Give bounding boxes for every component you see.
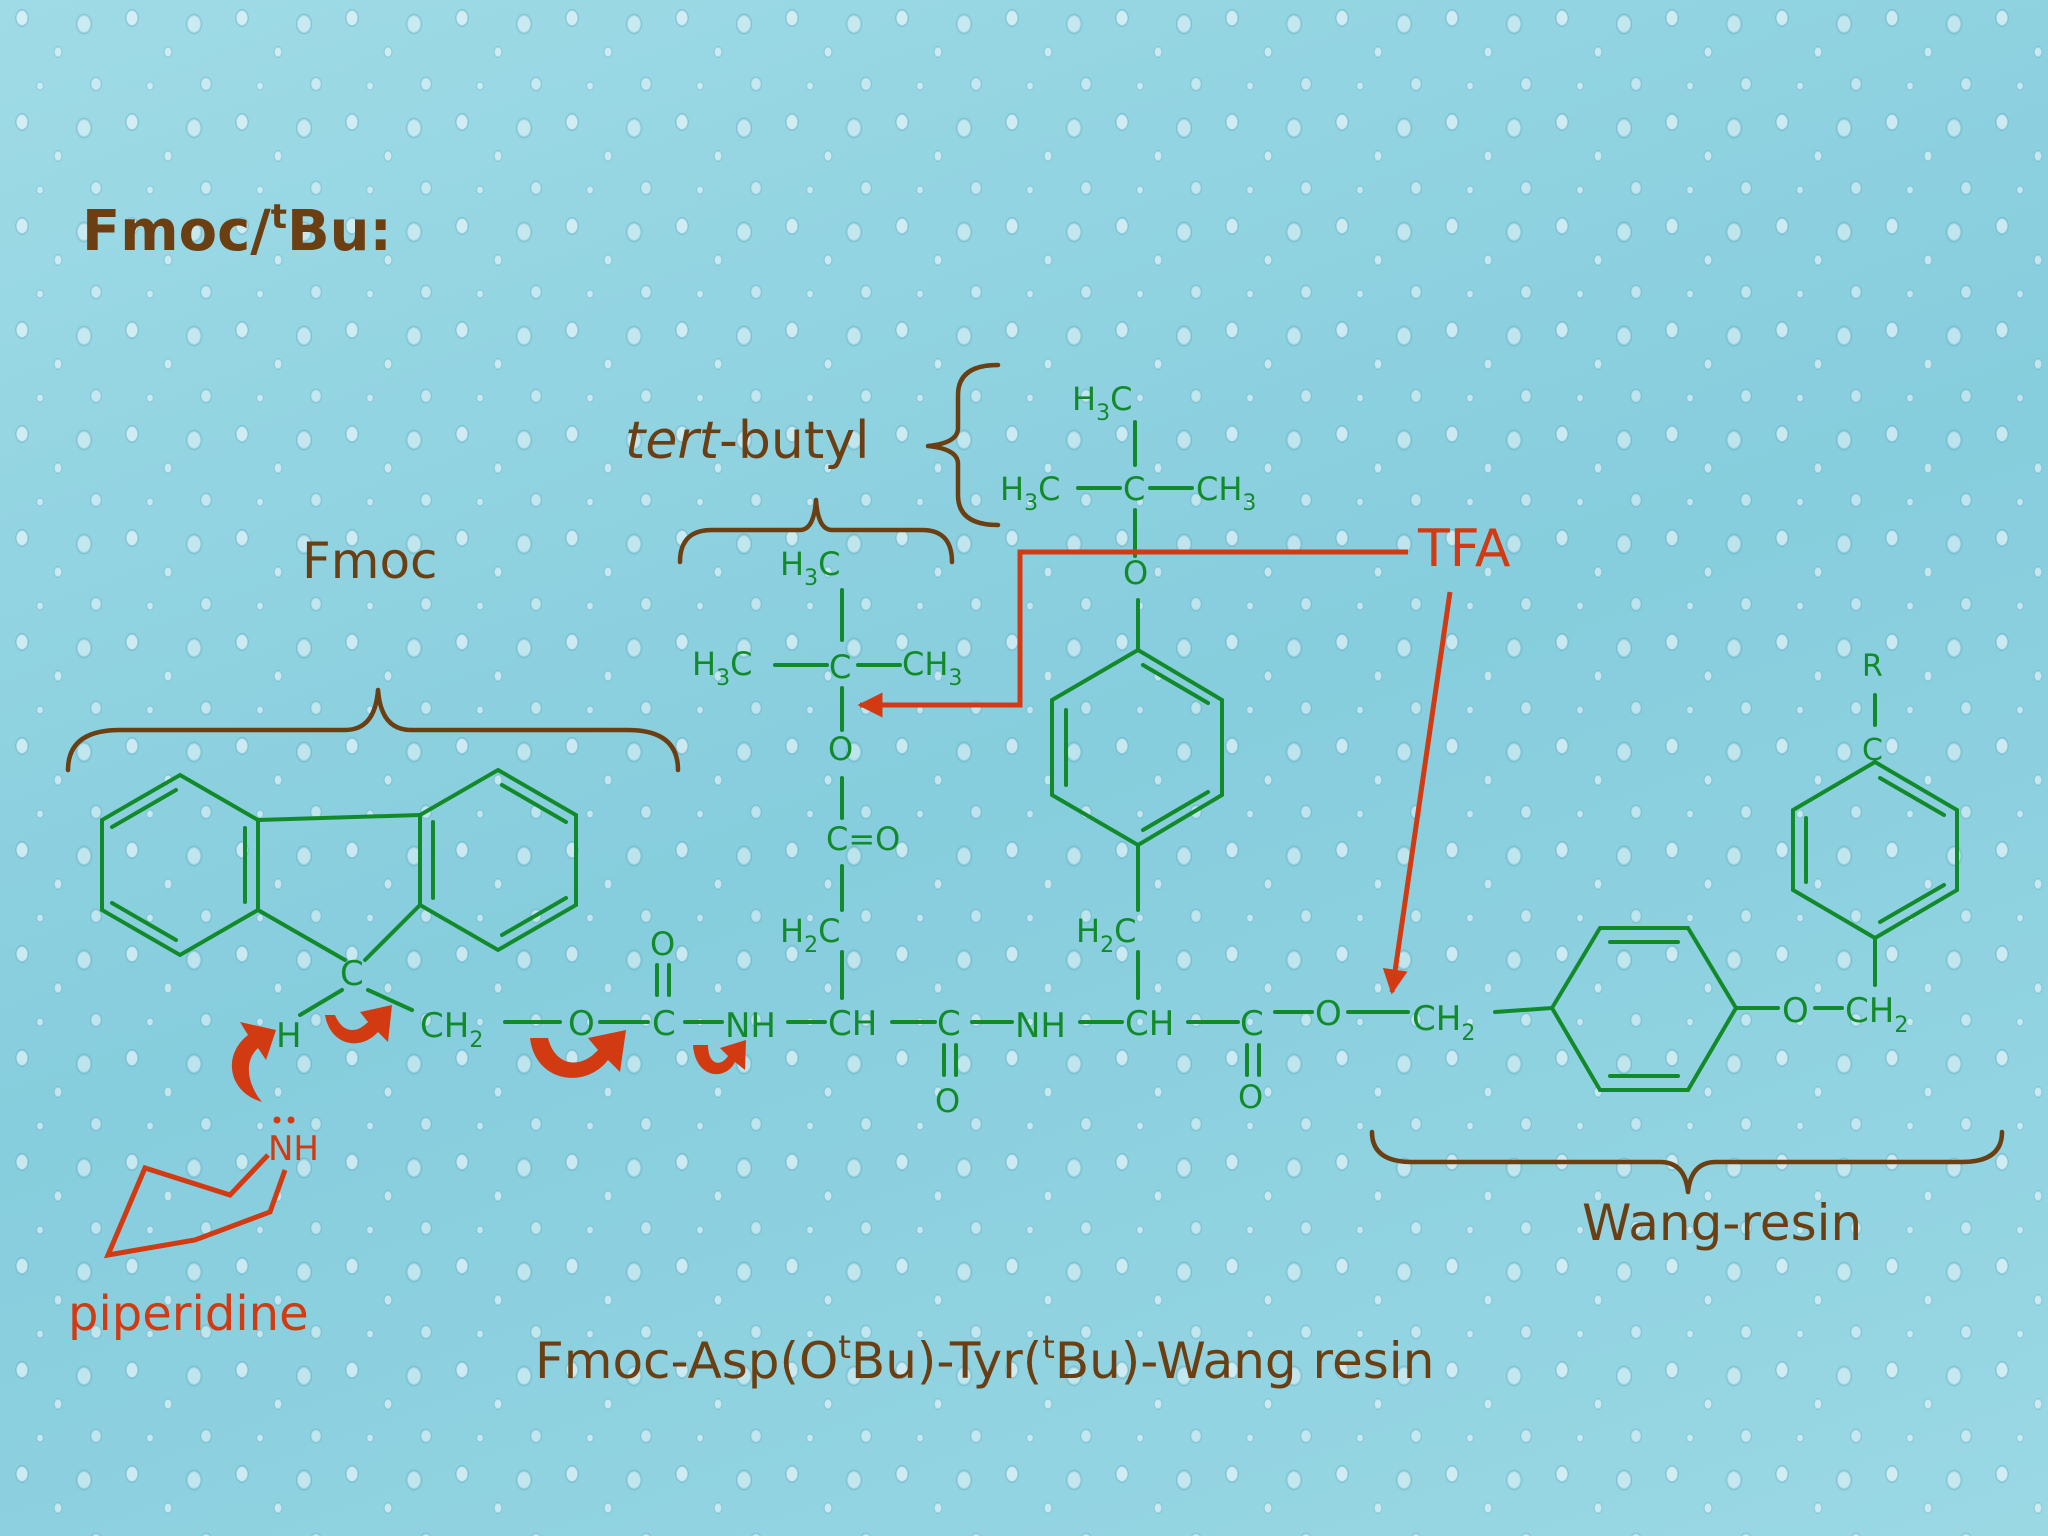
atom-c-tyr-carbonyl: C [1240,1004,1264,1044]
atom-c-quat-asp: C [829,648,851,686]
tfa-label: TFA [1417,519,1511,579]
bond [363,903,422,962]
atom-nh-piperidine: NH [268,1129,319,1169]
atom-o-carbamate: O [568,1004,595,1044]
atom-h3c-tyr-top: H3C [1072,380,1132,426]
atom-ch3-asp-right: CH3 [902,645,962,691]
fmoc-label: Fmoc [302,532,438,590]
bond [110,788,178,829]
bond [1493,1006,1554,1014]
bond [366,988,414,1012]
atom-o-asp-carbonyl: O [935,1082,960,1120]
compound-caption: Fmoc-Asp(OtBu)-Tyr(tBu)-Wang resin [535,1328,1434,1390]
resin-ring [1791,759,1959,941]
atom-o-carbamate-carbonyl: O [650,925,675,963]
atom-o-tyr-tbu: O [1123,554,1148,592]
wang-benzyl-ring [1549,926,1739,1092]
bond [110,901,178,942]
fluorene-left-ring [100,772,260,958]
lone-pair-dot [287,1116,295,1124]
tfa-arrow-to-asp [857,549,1408,718]
curved-arrow-deprotonation [231,1022,276,1102]
bond [1878,883,1946,924]
atom-c-carbamate: C [652,1004,676,1044]
atom-o-tyr-carbonyl: O [1238,1078,1263,1116]
bond [1878,776,1946,817]
atom-h: H [276,1016,302,1056]
atom-h3c-tyr-left: H3C [1000,470,1060,516]
atom-ch2-wang-1: CH2 [1412,999,1475,1046]
fmoc-brace [65,687,681,773]
lone-pair-dot [273,1116,281,1124]
bond [1141,663,1210,705]
atom-c-asp-carbonyl: C [937,1004,961,1044]
atom-o-asp-tbu: O [828,730,853,768]
tert-butyl-label: tert-butyl [625,411,870,471]
piperidine-label: piperidine [68,1286,309,1342]
fluorene-right-ring [418,767,578,953]
bond [256,908,347,962]
atom-h3c-asp-top: H3C [780,545,840,591]
tert-butyl-lower-brace [677,497,955,565]
atom-c-eq-o-ester: C=O [826,820,900,858]
atom-r: R [1862,649,1883,684]
atom-c9: C [340,954,364,994]
bond [298,988,344,1017]
atom-ch2-wang-2: CH2 [1845,991,1908,1038]
tyr-phenol-ring [1050,647,1224,848]
atom-ch-tyr: CH [1125,1004,1174,1044]
wang-resin-label: Wang-resin [1582,1194,1862,1252]
atom-c-resin: C [1862,733,1883,768]
bond [1141,790,1210,832]
atom-o-ester: O [1315,994,1342,1034]
bond [256,813,422,822]
atom-ch-asp: CH [828,1004,877,1044]
curved-arrow-decarboxylation [693,1040,746,1075]
curved-arrow-carbamate-cleavage [530,1030,626,1078]
wang-resin-brace [1369,1129,2005,1195]
bond [500,783,568,824]
atom-nh-2: NH [1015,1006,1066,1046]
atom-h2c-asp: H2C [780,912,840,958]
slide-title: Fmoc/tBu: [82,197,392,264]
curved-arrow-c9-elimination [325,1005,392,1044]
bond [500,896,568,937]
atom-nh-1: NH [725,1006,776,1046]
atom-o-wang: O [1782,991,1809,1031]
tert-butyl-upper-brace [925,362,1001,528]
atom-h2c-tyr: H2C [1076,912,1136,958]
piperidine-ring [103,1153,288,1259]
atom-ch2-fmoc: CH2 [420,1006,483,1053]
atom-c-quat-tyr: C [1123,470,1145,508]
atom-ch3-tyr-right: CH3 [1196,470,1256,516]
tfa-arrow-to-ester [1382,591,1453,995]
atom-h3c-asp-left: H3C [692,645,752,691]
